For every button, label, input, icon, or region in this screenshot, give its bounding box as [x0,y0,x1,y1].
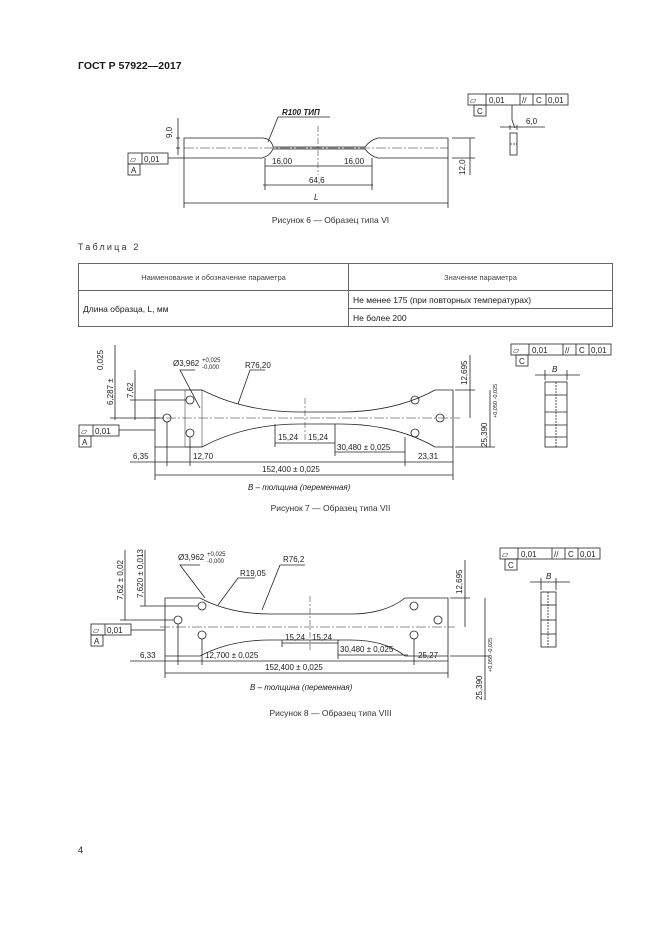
figure-6-drawing: R100 ТИП 16,00 16,00 64,6 L 9,0 12,0 6,0… [127,93,569,208]
fig7-hole-tol-up: +0,025 [202,358,221,364]
fig7-hole-label: Ø3,962 [173,359,200,368]
fig8-dim-2527: 25,27 [418,651,439,660]
fig8-hole-tol-dn: -0,000 [207,559,225,565]
fig8-dim-25390: 25,390 [475,675,484,700]
fig8-datum-c: C [508,561,514,570]
fig8-hole-tol-up: +0,025 [207,552,226,558]
fig6-dim-64: 64,6 [309,176,325,185]
fig8-datum-c-ref: C [568,550,574,559]
fig8-hole-label: Ø3,962 [178,553,205,562]
table-cell-value-max: Не более 200 [348,308,613,327]
fig6-dim-thickness: 6,0 [526,117,538,126]
fig7-datum-c: C [519,357,525,366]
fig7-datum-c-ref: C [579,346,585,355]
fig8-dim-25390-tol: +0,050 -0,025 [488,638,494,672]
table-cell-param: Длина образца, L, мм [78,290,349,327]
table-cell-value-min: Не менее 175 (при повторных температурах… [348,290,613,309]
fig6-datum-a: A [131,166,137,175]
fig6-dim-12: 12,0 [458,159,467,175]
fig7-dim-B: B [552,365,558,374]
fig8-dim-633: 6,33 [140,651,156,660]
fig8-radius-1: R76,2 [283,555,305,564]
fig7-dim-1524-a: 15,24 [278,433,299,442]
fig8-dim-1524-a: 15,24 [285,633,306,642]
fig6-dim-9: 9,0 [165,126,174,138]
fig7-radius-label: R76,20 [245,361,271,370]
fig7-dim-2331: 23,31 [418,452,439,461]
fig7-dim-12695: 12,695 [460,360,469,385]
fig8-dim-762: 7,62 ± 0,02 [116,559,125,600]
fig7-tol-par: 0,01 [591,346,607,355]
figure-7-caption: Рисунок 7 — Образец типа VII [270,503,391,513]
fig7-tol-flat: 0,01 [532,346,548,355]
flatness-icon: ⏥ [513,346,520,355]
fig8-dim-12695: 12,695 [455,569,464,594]
fig7-dim-1524-b: 15,24 [308,433,329,442]
fig8-thickness-note: B – толщина (переменная) [250,683,353,692]
fig8-tol-a: 0,01 [107,626,123,635]
figure-8-drawing: Ø3,962 +0,025 -0,000 R19,05 R76,2 15,24 … [90,547,601,700]
table-header-param: Наименование и обозначение параметра [78,263,349,291]
fig7-hole-tol-dn: -0,000 [202,365,220,371]
figure-8-caption: Рисунок 8 — Образец типа VIII [269,708,392,718]
flatness-icon: ⏥ [93,626,100,635]
fig8-dim-7620: 7,620 ± 0,013 [136,549,145,598]
flatness-icon: ⏥ [81,427,88,436]
fig6-datum-c-ref: C [536,96,542,105]
fig8-dim-30480: 30,480 ± 0,025 [340,645,394,654]
flatness-icon: ⏥ [470,96,477,105]
fig7-dim-025: 0,025 [96,349,105,370]
fig7-dim-25390-tol: +0,050 -0,025 [493,384,499,418]
parallelism-icon: // [554,550,559,559]
fig6-tol-par: 0,01 [548,96,564,105]
fig6-tol-flat: 0,01 [489,96,505,105]
fig6-dim-16-left: 16,00 [272,157,293,166]
fig7-dim-762: 7,62 [126,382,135,398]
flatness-icon: ⏥ [502,550,509,559]
fig7-dim-1270: 12,70 [193,452,214,461]
fig8-dim-B: B [546,572,552,581]
fig7-dim-30480: 30,480 ± 0,025 [337,443,391,452]
fig7-datum-a: A [82,438,88,447]
table-2-title: Таблица 2 [78,242,141,252]
fig6-radius-label: R100 ТИП [282,108,320,117]
fig8-dim-12700: 12,700 ± 0,025 [205,651,259,660]
fig7-dim-635: 6,35 [133,452,149,461]
fig7-tol-a: 0,01 [95,427,111,436]
fig8-dim-152400: 152,400 ± 0,025 [265,663,323,672]
page-number: 4 [78,845,84,855]
fig7-dim-25390: 25,390 [480,422,489,447]
table-2: Наименование и обозначение параметра Зна… [78,263,613,327]
fig8-tol-flat: 0,01 [521,550,537,559]
fig8-radius-2: R19,05 [240,569,266,578]
fig8-dim-1524-b: 15,24 [312,633,333,642]
fig6-dim-16-right: 16,00 [344,157,365,166]
fig6-tol-a: 0,01 [144,155,160,164]
fig7-dim-152400: 152,400 ± 0,025 [262,465,320,474]
fig6-dim-L: L [314,193,318,202]
parallelism-icon: // [565,346,570,355]
fig8-datum-a: A [94,637,100,646]
fig7-dim-6287: 6,287 ± [106,378,115,405]
fig6-datum-c: C [477,107,483,116]
parallelism-icon: // [522,96,527,105]
figure-7-drawing: Ø3,962 +0,025 -0,000 R76,20 15,24 15,24 … [78,343,612,492]
fig7-thickness-note: B – толщина (переменная) [248,483,351,492]
fig8-tol-par: 0,01 [580,550,596,559]
standard-header: ГОСТ Р 57922—2017 [78,60,182,72]
flatness-icon: ⏥ [130,155,137,164]
figure-6-caption: Рисунок 6 — Образец типа VI [271,215,390,225]
table-header-value: Значение параметра [348,263,613,291]
